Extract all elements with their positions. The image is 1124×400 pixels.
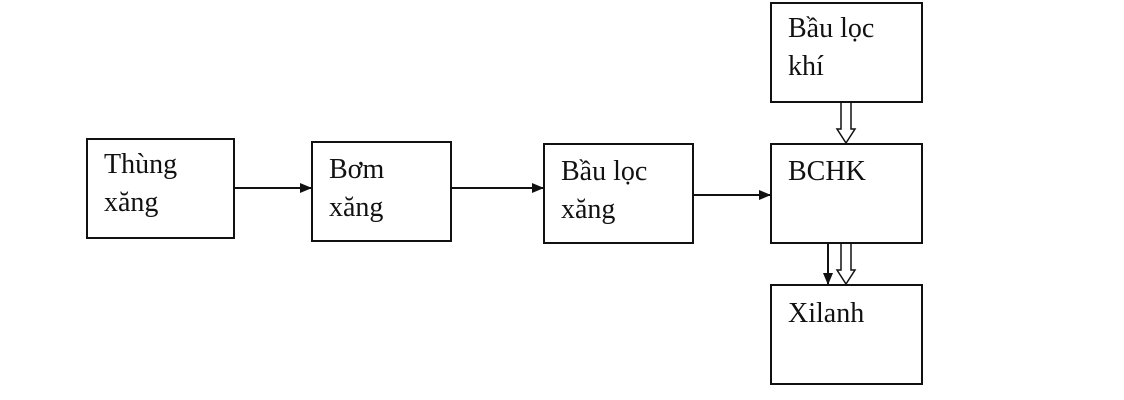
node-cylinder: Xilanh xyxy=(770,284,923,385)
node-fuel-pump-line1: Bơm xyxy=(329,154,385,185)
node-cylinder-label: Xilanh xyxy=(788,298,865,329)
node-fuel-tank-line2: xăng xyxy=(104,187,159,218)
node-carburetor: BCHK xyxy=(770,143,923,244)
node-air-filter-line2: khí xyxy=(788,51,824,82)
node-fuel-tank-line1: Thùng xyxy=(104,149,178,180)
node-fuel-tank: Thùng xăng xyxy=(86,138,235,239)
node-fuel-filter: Bầu lọc xăng xyxy=(543,143,694,244)
hollow-arrow-air-filter-to-carburetor xyxy=(835,103,857,145)
node-carburetor-label: BCHK xyxy=(788,156,866,187)
node-fuel-pump-line2: xăng xyxy=(329,192,384,223)
hollow-arrow-carburetor-to-cylinder-air xyxy=(835,244,857,286)
node-air-filter-line1: Bầu lọc xyxy=(788,13,875,44)
node-air-filter: Bầu lọc khí xyxy=(770,2,923,103)
node-fuel-filter-line2: xăng xyxy=(561,194,616,225)
node-fuel-filter-line1: Bầu lọc xyxy=(561,156,648,187)
node-fuel-pump: Bơm xăng xyxy=(311,141,452,242)
